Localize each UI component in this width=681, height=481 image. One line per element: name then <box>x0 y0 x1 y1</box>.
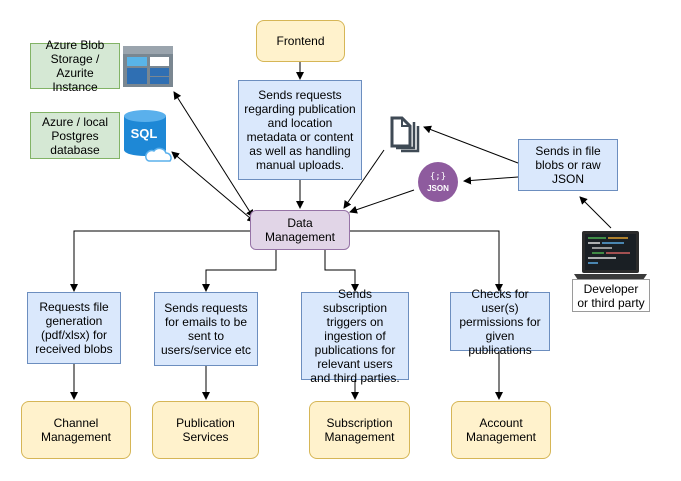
permissions-check-node: Checks for user(s) permissions for given… <box>450 287 550 357</box>
azure-blob-storage-node: Azure Blob Storage / Azurite Instance <box>30 38 120 94</box>
file-generation-request-node: Requests file generation (pdf/xlsx) for … <box>27 292 121 364</box>
json-icon: {;} JSON <box>418 162 458 202</box>
developer-third-party-label: Developer or third party <box>572 279 650 312</box>
azure-storage-icon <box>123 46 173 87</box>
postgres-database-node: Azure / local Postgres database <box>30 112 120 159</box>
publication-services-node: Publication Services <box>152 401 259 459</box>
edge-sends-to-file <box>423 125 519 164</box>
edge-dm-to-subs <box>324 250 359 292</box>
edge-laptop-to-sends <box>579 196 612 229</box>
frontend-description-node: Sends requests regarding publication and… <box>238 80 362 180</box>
edge-dm-to-emails <box>202 250 277 292</box>
file-blobs-icon <box>390 116 420 153</box>
channel-management-node: Channel Management <box>21 401 131 459</box>
sql-database-icon: SQL <box>124 110 172 162</box>
sql-icon-label: SQL <box>131 126 158 141</box>
account-management-node: Account Management <box>451 401 551 459</box>
data-management-node: Data Management <box>250 210 350 250</box>
laptop-icon <box>574 231 647 280</box>
json-icon-braces: {;} <box>430 172 446 182</box>
email-request-node: Sends requests for emails to be sent to … <box>154 292 258 366</box>
file-blobs-json-node: Sends in file blobs or raw JSON <box>518 139 618 191</box>
subscription-trigger-node: Sends subscription triggers on ingestion… <box>301 287 409 385</box>
json-icon-label: JSON <box>427 184 449 193</box>
edge-dm-to-filegen <box>70 230 250 292</box>
edge-dm-to-perm <box>350 230 503 292</box>
edge-sends-to-json <box>463 176 519 185</box>
edge-file-to-dm <box>343 149 385 209</box>
frontend-node: Frontend <box>256 20 345 62</box>
edge-json-to-dm <box>349 189 415 214</box>
subscription-management-node: Subscription Management <box>309 401 410 459</box>
edge-dm-postgres <box>171 151 256 223</box>
